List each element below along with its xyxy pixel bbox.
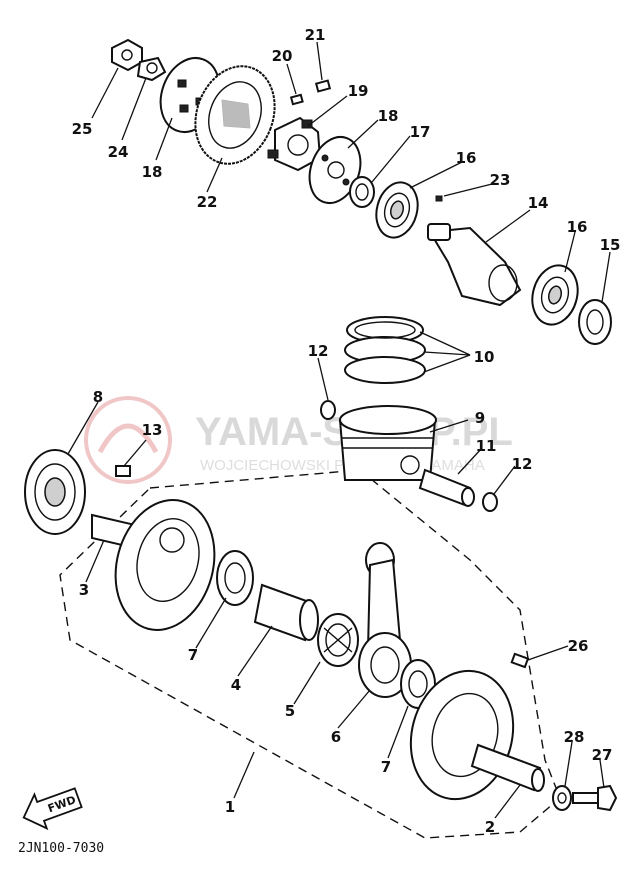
part-20-pin [289,93,304,106]
callout-21: 21 [305,26,326,44]
callout-4: 4 [231,676,241,694]
part-9-piston [338,405,437,481]
callout-16-upper: 16 [456,149,477,167]
callout-5: 5 [285,702,295,720]
callout-8: 8 [93,388,103,406]
watermark: YAMA-SKLEP.PL WOJCIECHOWSKI PARTS FOR YA… [84,396,513,484]
callout-23: 23 [490,171,511,189]
fwd-arrow-icon: FWD [22,787,83,831]
callout-19: 19 [348,82,369,100]
part-11-piston-pin [418,468,475,507]
callout-12-lower: 12 [512,455,533,473]
callout-28: 28 [564,728,585,746]
part-6-connecting-rod [358,542,412,698]
part-16-bearing-upper [375,181,419,239]
callout-9: 9 [475,409,485,427]
callout-27: 27 [592,746,613,764]
callout-26: 26 [568,637,589,655]
part-23-key [435,195,443,202]
part-21-pin [314,79,332,93]
part-25-nut [111,38,143,72]
part-24-lock-washer [136,56,167,82]
part-17-washer [349,176,375,208]
callout-10: 10 [474,348,495,366]
callout-13: 13 [142,421,163,439]
callout-11: 11 [476,437,497,455]
part-28-washer [552,785,572,811]
callout-1: 1 [225,798,235,816]
part-16-bearing-lower [531,264,579,326]
callout-7-left: 7 [188,646,198,664]
part-22-gear [194,65,276,165]
callout-25: 25 [72,120,93,138]
part-14-shaft [427,223,522,307]
callout-6: 6 [331,728,341,746]
part-26-key [510,652,530,669]
callout-16-lower: 16 [567,218,588,236]
part-10-piston-rings [344,316,426,384]
part-18-plate-right [308,136,362,204]
callout-2: 2 [485,818,495,836]
part-8-bearing [24,449,86,535]
part-3-crank-half [91,499,216,631]
callout-18-right: 18 [378,107,399,125]
callout-22: 22 [197,193,218,211]
part-7-shim-left [216,550,254,606]
part-4-crank-pin [253,583,319,642]
callout-3: 3 [79,581,89,599]
part-code: 2JN100-7030 [18,841,104,856]
watermark-logo [84,396,172,484]
part-15-seal [578,299,612,345]
part-2-crank-half [409,669,545,801]
callout-24: 24 [108,143,129,161]
callout-20: 20 [272,47,293,65]
part-27-bolt [572,784,618,812]
callout-7-right: 7 [381,758,391,776]
leader-lines [67,41,611,819]
callout-18-upper: 18 [142,163,163,181]
part-12-clip-lower [482,492,498,512]
callout-15: 15 [600,236,621,254]
callout-12-upper: 12 [308,342,329,360]
callout-17: 17 [410,123,431,141]
callout-labels: 25 24 18 22 20 21 19 18 17 16 23 14 16 1… [72,26,621,836]
part-12-clip-upper [320,400,336,420]
part-13-key [115,465,131,477]
part-5-needle-bearing [317,613,359,667]
callout-14: 14 [528,194,549,212]
